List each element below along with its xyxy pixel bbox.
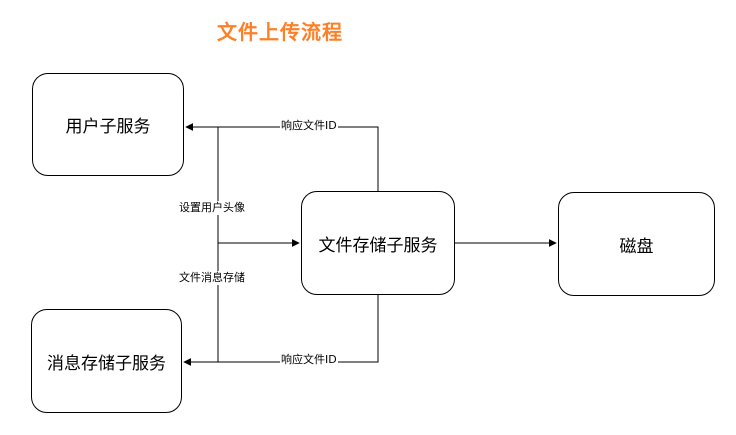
message-storage-service-node: 消息存储子服务: [31, 309, 182, 413]
response-path-top: [218, 126, 379, 191]
user-service-node: 用户子服务: [32, 73, 184, 176]
file-storage-service-node: 文件存储子服务: [301, 191, 455, 295]
set-user-avatar-label: 设置用户头像: [178, 201, 246, 215]
file-message-storage-label: 文件消息存储: [178, 271, 246, 285]
response-file-id-label-top: 响应文件ID: [280, 119, 338, 133]
response-file-id-label-bottom: 响应文件ID: [280, 353, 338, 367]
response-path-bottom: [218, 295, 379, 363]
disk-node: 磁盘: [558, 192, 715, 296]
diagram-title: 文件上传流程: [217, 20, 343, 44]
